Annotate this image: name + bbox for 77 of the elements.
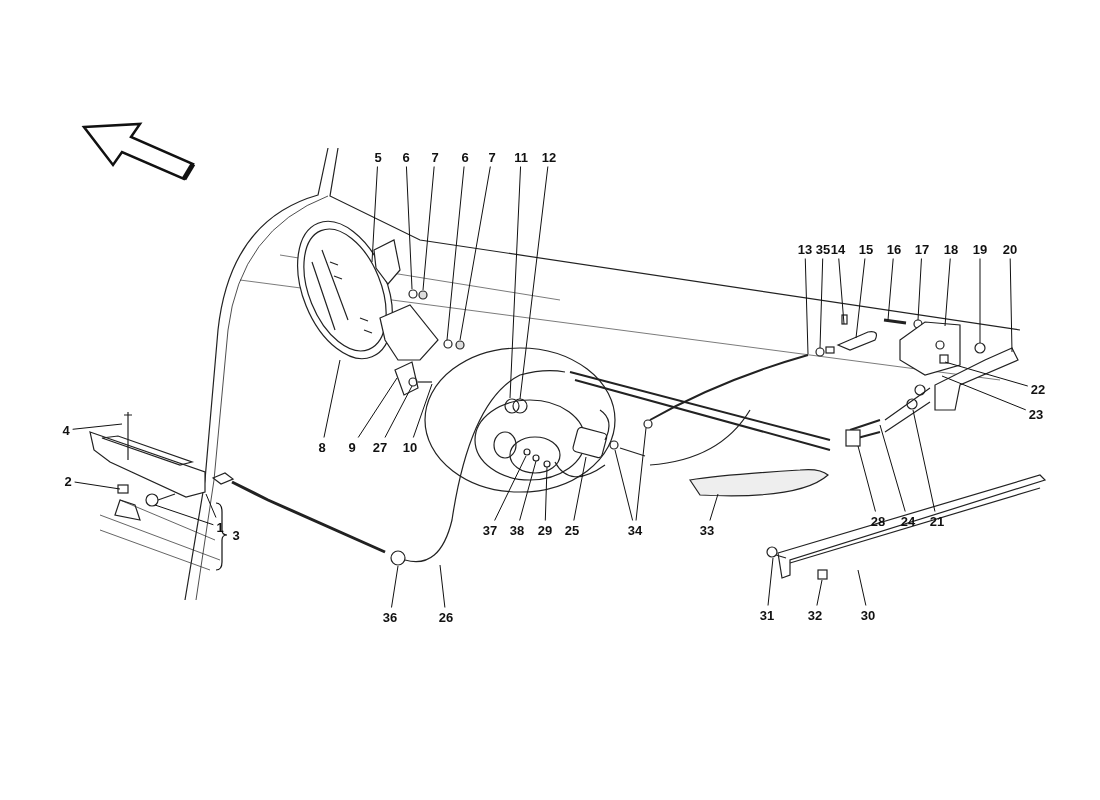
leader-line bbox=[838, 258, 845, 325]
callout-number: 35 bbox=[814, 241, 832, 257]
leader-line bbox=[941, 375, 1027, 411]
callout-number: 36 bbox=[381, 609, 399, 625]
callout-number: 37 bbox=[481, 522, 499, 538]
callout-number: 18 bbox=[942, 241, 960, 257]
callout-number: 7 bbox=[487, 149, 497, 165]
callout-number: 25 bbox=[563, 522, 581, 538]
callout-number: 33 bbox=[698, 522, 716, 538]
callout-number: 6 bbox=[401, 149, 411, 165]
callout-number: 29 bbox=[536, 522, 554, 538]
leader-line bbox=[357, 377, 398, 438]
callout-number: 38 bbox=[508, 522, 526, 538]
leader-line bbox=[887, 258, 894, 321]
callout-number: 13 bbox=[796, 241, 814, 257]
leader-line bbox=[709, 493, 719, 521]
callout-number: 11 bbox=[513, 149, 529, 165]
leader-line bbox=[879, 424, 906, 512]
callout-number: 14 bbox=[829, 241, 847, 257]
callout-number: 12 bbox=[540, 149, 558, 165]
leader-line bbox=[944, 361, 1029, 387]
callout-number: 5 bbox=[373, 149, 383, 165]
leader-line bbox=[519, 166, 549, 400]
leader-line bbox=[979, 258, 981, 344]
leader-line bbox=[804, 258, 809, 355]
callout-number: 26 bbox=[437, 609, 455, 625]
leader-line bbox=[635, 427, 647, 521]
leader-line bbox=[1009, 258, 1013, 353]
leader-line bbox=[422, 166, 435, 291]
callout-number: 2 bbox=[63, 473, 73, 489]
callout-number: 34 bbox=[626, 522, 644, 538]
callout-number: 17 bbox=[913, 241, 931, 257]
callout-number: 15 bbox=[857, 241, 875, 257]
callout-number: 30 bbox=[859, 607, 877, 623]
leader-line bbox=[205, 493, 217, 518]
leader-line bbox=[72, 423, 123, 430]
leader-line bbox=[405, 166, 413, 290]
leader-line bbox=[494, 455, 527, 521]
callout-number: 22 bbox=[1029, 381, 1047, 397]
leader-line bbox=[459, 166, 491, 341]
leader-line bbox=[819, 258, 824, 349]
leader-line bbox=[544, 466, 548, 521]
callout-number: 27 bbox=[371, 439, 389, 455]
leader-line bbox=[855, 258, 866, 339]
callout-number: 16 bbox=[885, 241, 903, 257]
leader-line bbox=[816, 579, 823, 606]
leader-line bbox=[391, 565, 399, 608]
leader-line bbox=[323, 359, 341, 438]
leader-line bbox=[767, 557, 774, 606]
callout-number: 23 bbox=[1027, 406, 1045, 422]
leader-line bbox=[509, 166, 522, 399]
leader-line bbox=[154, 504, 214, 526]
leader-line bbox=[614, 449, 634, 521]
leader-line bbox=[371, 166, 378, 263]
leader-line bbox=[519, 460, 537, 521]
leader-line bbox=[857, 445, 876, 512]
leader-line bbox=[917, 258, 922, 321]
leader-line bbox=[573, 456, 587, 521]
callout-number: 3 bbox=[231, 527, 241, 543]
callout-number: 4 bbox=[61, 422, 71, 438]
callout-number: 20 bbox=[1001, 241, 1019, 257]
leader-line bbox=[912, 409, 936, 512]
callout-number: 9 bbox=[347, 439, 357, 455]
callout-number: 10 bbox=[401, 439, 419, 455]
callout-number: 6 bbox=[460, 149, 470, 165]
callout-number: 32 bbox=[806, 607, 824, 623]
leader-line bbox=[857, 569, 867, 606]
callout-number: 31 bbox=[758, 607, 776, 623]
leader-line bbox=[944, 258, 951, 327]
callout-number: 8 bbox=[317, 439, 327, 455]
callout-number: 19 bbox=[971, 241, 989, 257]
leader-line bbox=[446, 166, 465, 341]
leader-line bbox=[412, 383, 433, 438]
leader-line bbox=[384, 385, 413, 438]
callout-number: 7 bbox=[430, 149, 440, 165]
leader-line bbox=[74, 481, 121, 490]
leader-line bbox=[439, 564, 446, 608]
